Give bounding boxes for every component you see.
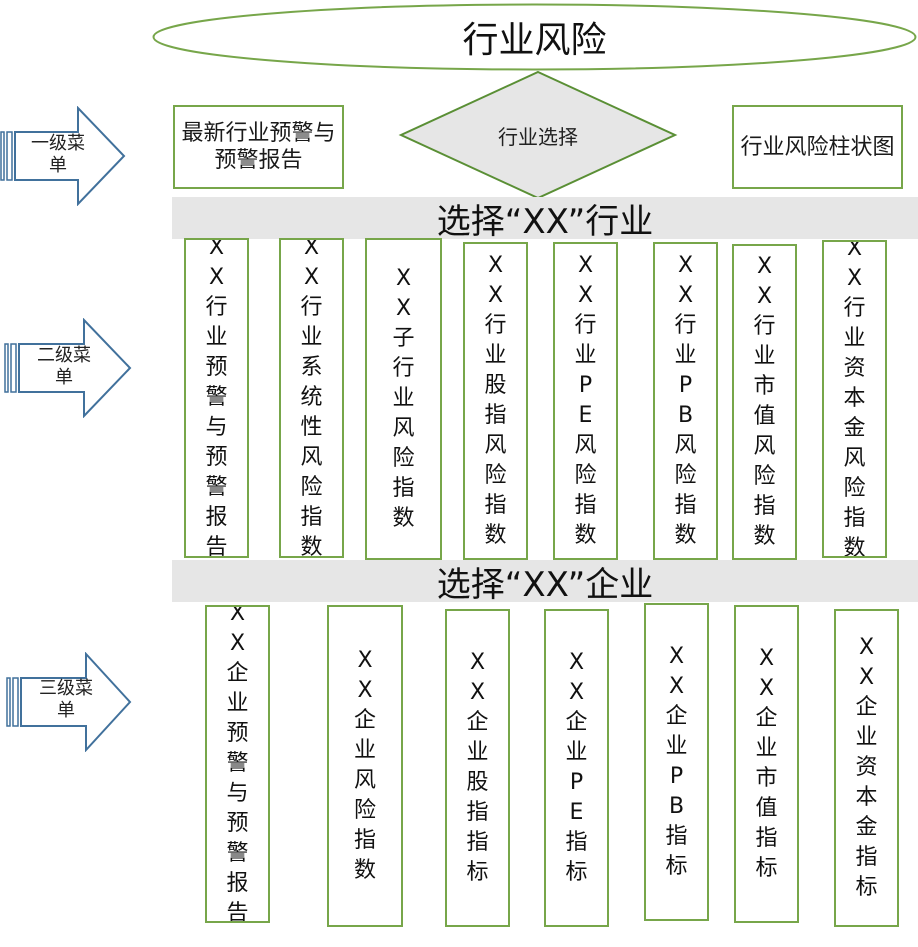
menu-level-1-arrow-icon [0, 106, 126, 206]
latest-warning-report-box[interactable]: 最新行业预警与预警报告 [173, 105, 344, 189]
level2-item-1[interactable]: XX行业预警与预警报告 [184, 238, 249, 558]
level2-item-4[interactable]: XX行业股指风险指数 [463, 242, 528, 560]
level2-item-6[interactable]: XX行业PB风险指数 [653, 242, 718, 560]
latest-warning-report-label: 最新行业预警与预警报告 [181, 121, 336, 173]
industry-bar-chart-label: 行业风险柱状图 [740, 134, 895, 160]
diagram-title: 行业风险 [462, 20, 607, 61]
menu-level-3-label: 三级菜单 [39, 678, 93, 721]
level3-item-2[interactable]: XX企业风险指数 [327, 605, 403, 927]
level3-item-6[interactable]: XX企业市值指标 [734, 605, 799, 923]
menu-level-1-label: 一级菜单 [31, 133, 85, 176]
select-industry-band: 选择“XX”行业 [172, 197, 918, 242]
level2-item-3[interactable]: XX子行业风险指数 [365, 238, 442, 560]
level2-item-2[interactable]: XX行业系统性风险指数 [279, 238, 344, 558]
level2-item-8[interactable]: XX行业资本金风险指数 [822, 240, 887, 558]
level3-item-1[interactable]: XX企业预警与预警报告 [205, 605, 270, 923]
level3-item-5[interactable]: XX企业PB指标 [644, 603, 709, 921]
industry-select-label: 行业选择 [498, 124, 578, 149]
title-ellipse [152, 3, 917, 71]
select-company-band: 选择“XX”企业 [172, 560, 918, 605]
level2-item-7[interactable]: XX行业市值风险指数 [732, 244, 797, 560]
level3-item-4[interactable]: XX企业PE指标 [544, 609, 609, 927]
menu-level-2-label: 二级菜单 [37, 345, 91, 388]
industry-bar-chart-box[interactable]: 行业风险柱状图 [732, 105, 903, 189]
level3-item-7[interactable]: XX企业资本金指标 [834, 609, 899, 927]
menu-level-2-arrow-icon [4, 318, 132, 418]
level3-item-3[interactable]: XX企业股指指标 [445, 609, 510, 927]
menu-level-3-arrow-icon [6, 652, 132, 752]
level2-item-5[interactable]: XX行业PE风险指数 [553, 242, 618, 560]
